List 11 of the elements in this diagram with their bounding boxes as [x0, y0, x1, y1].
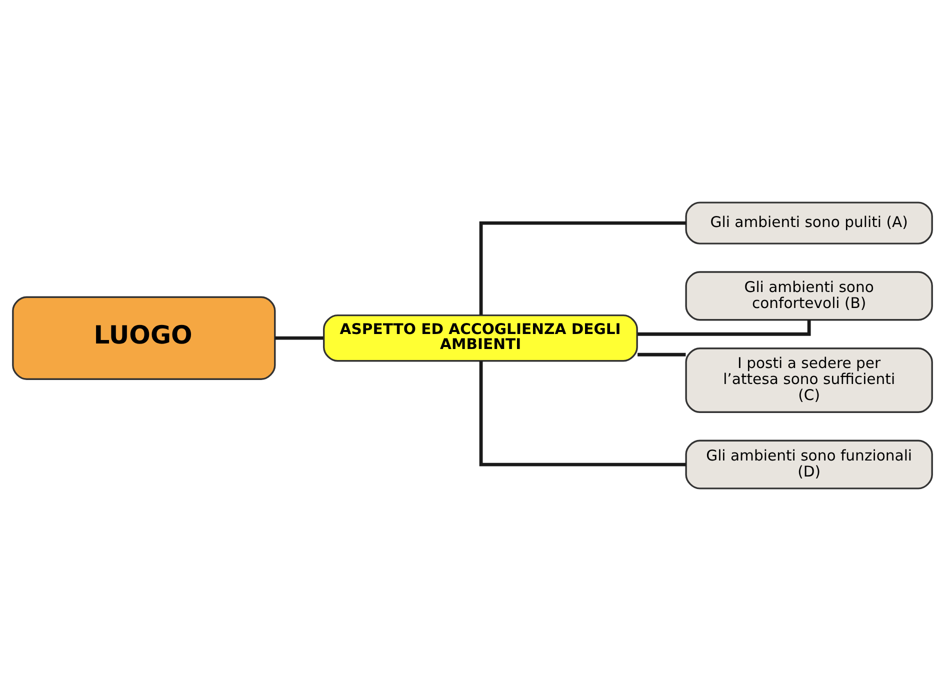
- node-box: Gli ambienti sono confortevoli (B): [685, 271, 933, 321]
- node-box: Gli ambienti sono funzionali (D): [685, 440, 933, 490]
- node-box: ASPETTO ED ACCOGLIENZA DEGLI AMBIENTI: [323, 314, 638, 362]
- connector: [479, 361, 686, 466]
- node-box: I posti a sedere per l’attesa sono sufficienti (C): [685, 348, 933, 413]
- connector: [274, 336, 324, 340]
- connector: [638, 320, 811, 336]
- connector: [479, 221, 686, 315]
- connector: [638, 352, 686, 356]
- node-box: LUOGO: [12, 296, 276, 380]
- node-box: Gli ambienti sono puliti (A): [685, 202, 933, 244]
